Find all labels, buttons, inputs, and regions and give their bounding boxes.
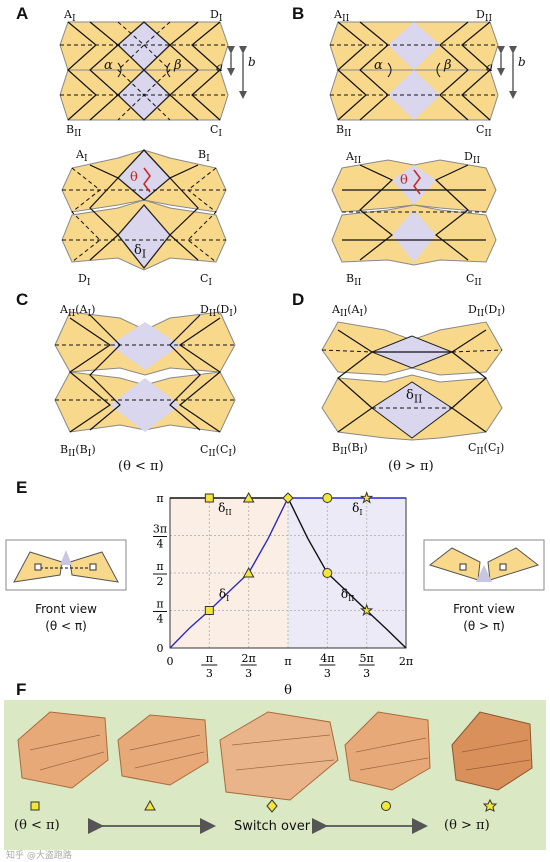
a-bottom-tl-vertex: AI <box>76 148 88 165</box>
a-dim-b: b <box>248 55 256 69</box>
y-tick-num-1: π <box>156 598 163 611</box>
photo-marker-circle <box>381 801 391 811</box>
a-bottom-bl-vertex: DI <box>78 272 91 289</box>
front-view-right-caption: Front view (θ > π) <box>453 602 515 633</box>
d-br-vertex: CII(CI) <box>468 441 505 458</box>
series-label-0: δI <box>219 587 229 603</box>
x-tick-den-4: 3 <box>324 667 331 680</box>
watermark: 知乎 @大盗跑路 <box>6 851 72 861</box>
a-theta-label: θ <box>130 170 138 185</box>
d-bl-vertex: BII(BI) <box>332 441 368 458</box>
f-left-condition: (θ < π) <box>14 818 60 833</box>
b-bottom-tl-vertex: AII <box>346 150 362 167</box>
b-bottom-br-vertex: CII <box>466 272 482 289</box>
a-top-bl-vertex: BII <box>66 123 82 140</box>
b-theta-label: θ <box>400 173 408 188</box>
photo-marker-square <box>30 801 40 811</box>
a-top-tl-vertex: AI <box>64 8 76 25</box>
marker-square-0 <box>204 606 214 615</box>
panel-a-label: A <box>16 4 29 23</box>
x-tick-num-4: 4π <box>320 652 334 665</box>
panel-a-top-pattern <box>59 21 247 121</box>
panel-d-pattern <box>321 321 503 441</box>
x-tick-num-2: 2π <box>242 652 256 665</box>
photo-marker-triangle <box>144 799 156 811</box>
panel-e-label: E <box>16 478 28 497</box>
c-tl-vertex: AII(AI) <box>60 303 96 320</box>
front-view-right-drawing <box>423 539 545 591</box>
y-tick-num-2: π <box>156 560 163 573</box>
a-alpha-label: α <box>104 58 113 73</box>
b-top-tl-vertex: AII <box>334 8 350 25</box>
y-tick-den-1: 4 <box>157 613 164 626</box>
c-condition: (θ < π) <box>118 459 164 474</box>
photo-marker-diamond <box>266 799 278 813</box>
f-right-condition: (θ > π) <box>444 818 490 833</box>
y-tick-label-4: π <box>156 492 163 505</box>
a-beta-label: β <box>174 58 182 73</box>
marker-triangle-2 <box>242 566 255 578</box>
x-tick-num-1: π <box>206 652 213 665</box>
marker-star-7 <box>359 603 374 617</box>
panel-c-label: C <box>16 290 29 309</box>
y-tick-label-0: 0 <box>157 642 164 655</box>
marker-square-1 <box>204 493 214 503</box>
panel-c-pattern <box>54 311 236 433</box>
a-delta-label: δI <box>134 243 147 261</box>
x-tick-num-5: 5π <box>360 652 374 665</box>
panel-f-label: F <box>16 680 27 699</box>
y-tick-den-2: 2 <box>157 575 164 588</box>
a-bottom-tr-vertex: BI <box>198 148 210 165</box>
panel-a-bottom-pattern <box>61 149 227 271</box>
d-tl-vertex: AII(AI) <box>332 303 368 320</box>
y-tick-num-3: 3π <box>153 523 167 536</box>
x-tick-den-2: 3 <box>245 667 252 680</box>
top-label-1: δI <box>352 501 362 517</box>
b-dim-b: b <box>518 55 526 69</box>
b-top-tr-vertex: DII <box>476 8 493 25</box>
c-tr-vertex: DII(DI) <box>200 303 238 320</box>
c-bl-vertex: BII(BI) <box>60 443 96 460</box>
a-top-br-vertex: CI <box>210 123 223 140</box>
f-switch-over: Switch over <box>233 819 311 834</box>
a-dim-a: a <box>216 60 224 74</box>
panel-b-label: B <box>292 4 305 23</box>
panel-b-top-pattern <box>329 21 517 121</box>
front-view-left-drawing <box>5 539 127 591</box>
b-bottom-tr-vertex: DII <box>464 150 481 167</box>
x-tick-label-3: π <box>284 655 291 668</box>
d-tr-vertex: DII(DI) <box>468 303 506 320</box>
marker-circle-5 <box>322 568 333 578</box>
b-dim-a: a <box>486 60 494 74</box>
y-tick-den-3: 4 <box>157 538 164 551</box>
c-br-vertex: CII(CI) <box>200 443 237 460</box>
panel-b-bottom-pattern <box>331 159 497 266</box>
x-tick-label-0: 0 <box>167 655 174 668</box>
marker-star-8 <box>359 490 374 504</box>
a-bottom-br-vertex: CI <box>200 272 213 289</box>
x-tick-den-5: 3 <box>363 667 370 680</box>
marker-circle-6 <box>322 493 333 503</box>
b-alpha-label: α <box>374 58 383 73</box>
a-top-tr-vertex: DI <box>210 8 223 25</box>
d-delta-label: δII <box>406 388 423 406</box>
x-tick-label-6: 2π <box>399 655 413 668</box>
panel-f-photo-strip <box>4 700 546 850</box>
marker-triangle-3 <box>242 491 255 503</box>
panel-d-label: D <box>292 290 305 309</box>
b-top-br-vertex: CII <box>476 123 492 140</box>
x-axis-label: θ <box>284 683 292 694</box>
b-beta-label: β <box>444 58 452 73</box>
b-bottom-bl-vertex: BII <box>346 272 362 289</box>
d-condition: (θ > π) <box>388 459 434 474</box>
marker-diamond-4 <box>282 492 294 504</box>
x-tick-den-1: 3 <box>206 667 213 680</box>
chart-region-0 <box>170 498 288 648</box>
photo-marker-star <box>482 798 498 812</box>
front-view-left-caption: Front view (θ < π) <box>35 602 97 633</box>
b-top-bl-vertex: BII <box>336 123 352 140</box>
